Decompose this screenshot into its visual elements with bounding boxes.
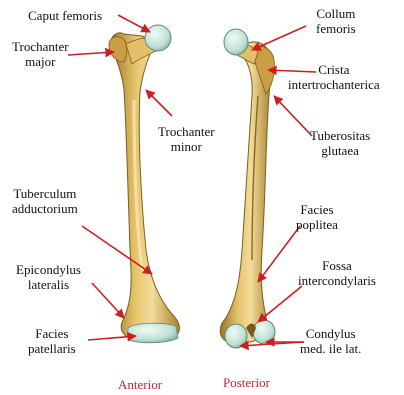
arrow-facies-poplitea xyxy=(258,226,300,282)
label-caput-femoris: Caput femoris xyxy=(28,8,102,23)
label-collum-femoris: Collum femoris xyxy=(316,6,356,36)
pointer-arrows xyxy=(68,15,316,346)
arrow-epicondylus-lateralis xyxy=(92,283,124,318)
posterior-femur xyxy=(220,29,275,348)
arrow-fossa-intercondylaris xyxy=(258,286,302,322)
anterior-femur-body xyxy=(111,33,179,338)
label-epicondylus-lateralis: Epicondylus lateralis xyxy=(16,262,81,292)
anterior-femoral-head-shape xyxy=(145,25,171,51)
label-facies-patellaris: Facies patellaris xyxy=(28,326,76,356)
label-tuberculum-adductorium: Tuberculum adductorium xyxy=(12,186,78,216)
label-trochanter-major: Trochanter major xyxy=(12,39,69,69)
label-tuberositas-glutaea: Tuberositas glutaea xyxy=(310,128,370,158)
posterior-femoral-head-shape xyxy=(224,29,248,55)
arrow-tuberositas-glutaea xyxy=(274,96,312,136)
arrow-trochanter-major xyxy=(68,52,114,55)
arrow-caput-femoris xyxy=(118,15,150,32)
anterior-patellar-surface-shape xyxy=(128,323,178,343)
arrow-trochanter-minor xyxy=(146,90,172,116)
anterior-femur xyxy=(109,25,180,343)
posterior-medial-condyle-shape xyxy=(225,324,247,348)
caption-anterior: Anterior xyxy=(118,377,162,392)
label-fossa-intercondylaris: Fossa intercondylaris xyxy=(298,258,376,288)
label-condylus: Condylus med. ile lat. xyxy=(300,326,361,356)
label-facies-poplitea: Facies poplitea xyxy=(296,202,338,232)
arrow-collum-femoris xyxy=(252,26,306,50)
caption-posterior: Posterior xyxy=(223,375,270,390)
label-trochanter-minor: Trochanter minor xyxy=(158,124,215,154)
label-crista-intertrochanterica: Crista intertrochanterica xyxy=(288,62,380,92)
anterior-trochanter-major-shape xyxy=(109,37,127,62)
posterior-lateral-condyle-shape xyxy=(253,320,275,344)
